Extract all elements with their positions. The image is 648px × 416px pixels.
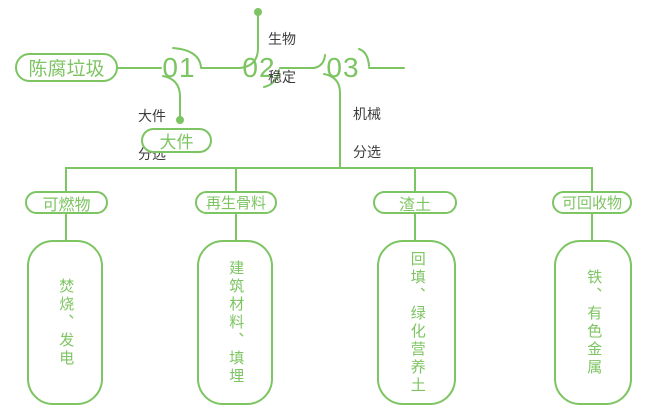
arc-after-03 [358, 48, 370, 67]
output-pill-recyclables: 可回收物 [552, 191, 632, 214]
output-pill-label: 可回收物 [561, 195, 622, 212]
detail-box-text: 回填、绿化营养土 [408, 250, 426, 395]
bulky-items-pill: 大件 [141, 128, 212, 153]
step-label-bio-stabilization: 生物 稳定 [268, 11, 296, 105]
line-01-descender [162, 75, 181, 117]
swoosh-under-02 [263, 69, 280, 88]
output-pill-label: 再生骨料 [205, 195, 266, 212]
output-pill-combustibles: 可燃物 [25, 191, 108, 214]
bio-node-dot [254, 8, 262, 16]
detail-box-iron-nonferrous: 铁、有色金属 [554, 240, 632, 405]
line-rise-to-bio-dot [239, 15, 259, 69]
step-label-line: 分选 [353, 143, 381, 160]
step-label-line: 生物 [268, 30, 296, 47]
bulky-items-label: 大件 [159, 133, 194, 152]
detail-box-backfill-nutrient-soil: 回填、绿化营养土 [377, 240, 456, 405]
output-pill-label: 渣土 [398, 196, 431, 214]
detail-box-incineration-power: 焚烧、发电 [27, 240, 103, 405]
output-pill-label: 可燃物 [42, 196, 91, 214]
step-label-line: 稳定 [268, 68, 296, 85]
line-03-descender [323, 73, 341, 169]
detail-box-text: 焚烧、发电 [57, 277, 75, 368]
detail-box-text: 建筑材料、填埋 [227, 259, 245, 386]
bulky-node-dot [176, 116, 184, 124]
source-pill-aged-waste: 陈腐垃圾 [15, 53, 118, 82]
detail-box-construction-landfill: 建筑材料、填埋 [197, 240, 273, 405]
arc-over-01 [172, 47, 202, 68]
source-pill-label: 陈腐垃圾 [28, 59, 105, 80]
step-label-line: 大件 [138, 107, 166, 124]
arc-before-03 [313, 54, 326, 69]
step-number-01: 01 [162, 52, 196, 83]
step-label-mechanical-sorting: 机械 分选 [353, 86, 381, 180]
output-pill-slag-soil: 渣土 [373, 191, 457, 214]
step-number-03: 03 [326, 52, 360, 83]
step-label-line: 机械 [353, 105, 381, 122]
output-pill-recycled-aggregate: 再生骨料 [195, 191, 277, 214]
branch-rail [65, 167, 593, 192]
step-number-02: 02 [242, 52, 276, 83]
detail-box-text: 铁、有色金属 [585, 268, 603, 377]
